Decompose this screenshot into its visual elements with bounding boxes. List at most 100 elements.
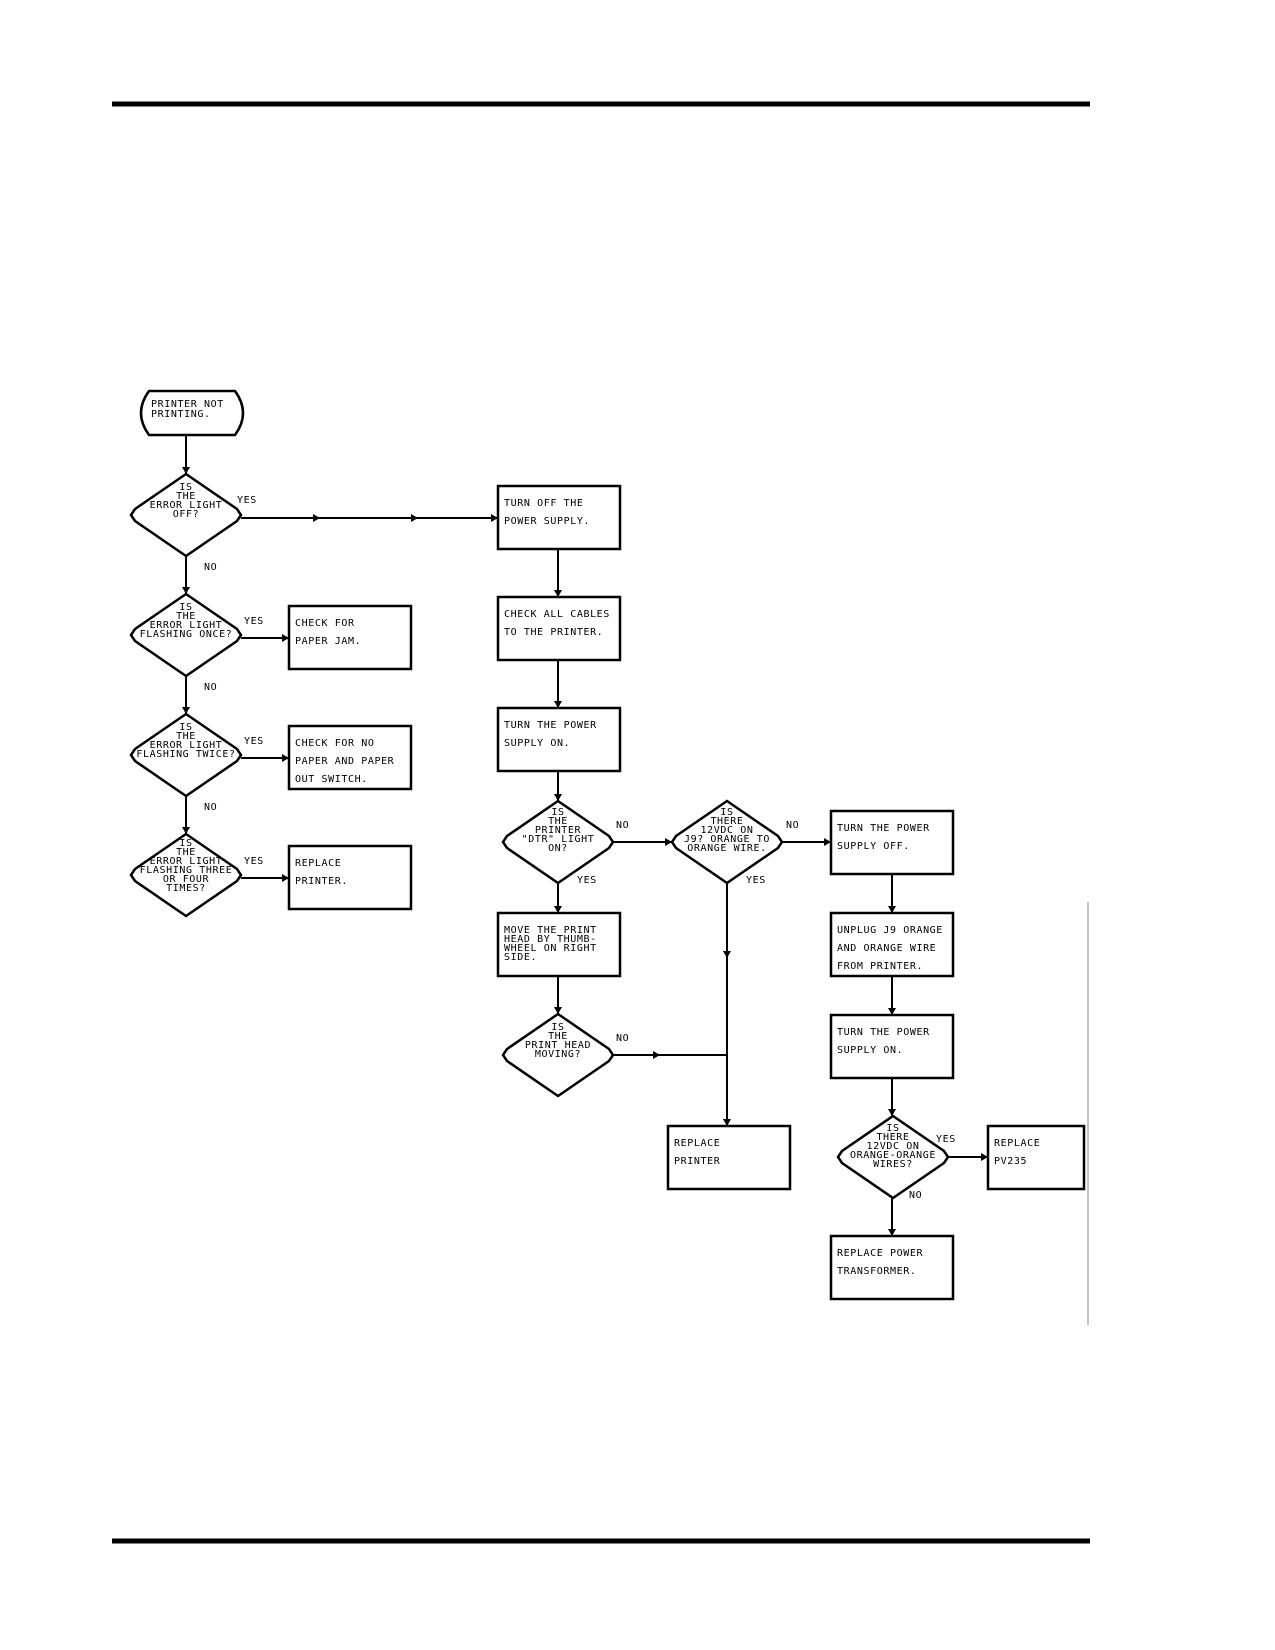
process-box-shape	[287, 844, 413, 911]
decision-diamond-shape	[129, 592, 243, 678]
b-unplug-text-line: UNPLUG J9 ORANGE	[837, 925, 943, 936]
yes-label: YES	[746, 875, 766, 886]
process-box-shape	[287, 724, 413, 791]
b-transformer-text-line: REPLACE POWER	[837, 1248, 923, 1259]
arrow-head	[182, 467, 190, 474]
process-box-shape	[829, 1013, 955, 1080]
process-box-shape	[829, 1234, 955, 1301]
d-12vdc-j9-text-line: IS	[720, 807, 733, 818]
no-label: NO	[909, 1190, 922, 1201]
d-flash-three-text-line: IS	[179, 838, 192, 849]
d-head-moving-text-line: MOVING?	[535, 1049, 581, 1060]
yes-label: YES	[244, 856, 264, 867]
no-label: NO	[616, 1033, 629, 1044]
b-paper-jam-text-line: CHECK FOR	[295, 618, 355, 629]
d-12vdc-j9-text-line: ORANGE WIRE.	[687, 843, 766, 854]
yes-label: YES	[244, 736, 264, 747]
start-text-line: PRINTING.	[151, 409, 211, 420]
b-replace-printer-1-text-line: REPLACE	[295, 858, 341, 869]
d-flash-three-text-line: ERROR LIGHT	[150, 856, 223, 867]
b-replace-printer-2-text-line: PRINTER	[674, 1156, 721, 1167]
decision-diamond-shape	[501, 1012, 615, 1098]
yes-label: YES	[936, 1134, 956, 1145]
b-turn-off-text-line: POWER SUPPLY.	[504, 516, 590, 527]
arrow-head	[888, 1008, 896, 1015]
b-unplug-text-line: AND ORANGE WIRE	[837, 943, 936, 954]
terminator-shape	[139, 389, 245, 437]
start-text-line: PRINTER NOT	[151, 399, 224, 410]
connector-lines	[182, 435, 988, 1236]
arrow-head	[723, 1119, 731, 1126]
d-12vdc-j9-text-line: THERE	[710, 816, 743, 827]
decision-diamond-shape	[129, 472, 243, 558]
b-paper-jam-box: CHECK FOR PAPER JAM.	[287, 604, 413, 671]
b-move-head-text-line: HEAD BY THUMB-	[504, 934, 597, 945]
d-12vdc-j9-text-line: 12VDC ON	[701, 825, 754, 836]
arrow-head	[723, 951, 731, 958]
process-box-shape	[986, 1124, 1086, 1191]
b-check-cables-text-line: CHECK ALL CABLES	[504, 609, 610, 620]
b-replace-printer-1-text-line: PRINTER.	[295, 876, 348, 887]
arrow-head	[554, 1007, 562, 1014]
arrow-head	[554, 701, 562, 708]
b-paper-jam-text-line: PAPER JAM.	[295, 636, 361, 647]
arrow-head	[824, 838, 831, 846]
arrow-head	[554, 794, 562, 801]
d-error-off-text-line: THE	[176, 491, 196, 502]
d-flash-three-text-line: FLASHING THREE	[140, 865, 233, 876]
no-label: NO	[786, 820, 799, 831]
process-box-shape	[829, 809, 955, 876]
process-box-shape	[496, 484, 622, 551]
process-box-shape	[829, 911, 955, 978]
arrow-head	[182, 707, 190, 714]
d-flash-twice-text-line: THE	[176, 731, 196, 742]
yes-label: YES	[237, 495, 257, 506]
d-12vdc-oo-text-line: WIRES?	[873, 1159, 913, 1170]
d-flash-three-text-line: OR FOUR	[163, 874, 210, 885]
arrow-head	[888, 906, 896, 913]
arrow-head	[888, 1229, 896, 1236]
d-error-off-text-line: ERROR LIGHT	[150, 500, 223, 511]
d-dtr-text-line: ON?	[548, 843, 568, 854]
no-label: NO	[204, 682, 217, 693]
arrow-head	[282, 634, 289, 642]
d-12vdc-oo-text-line: THERE	[876, 1132, 909, 1143]
yes-label: YES	[244, 616, 264, 627]
decision-diamond-shape	[129, 832, 243, 918]
b-move-head-text-line: WHEEL ON RIGHT	[504, 943, 597, 954]
d-dtr-text-line: "DTR" LIGHT	[522, 834, 595, 845]
b-replace-pv-text-line: PV235	[994, 1156, 1027, 1167]
d-flash-twice-text-line: IS	[179, 722, 192, 733]
b-transformer-text-line: TRANSFORMER.	[837, 1266, 916, 1277]
b-supply-on-2-text-line: TURN THE POWER	[837, 1027, 930, 1038]
process-box-shape	[496, 911, 622, 978]
d-dtr-text-line: PRINTER	[535, 825, 582, 836]
no-label: NO	[616, 820, 629, 831]
d-flash-once-text-line: FLASHING ONCE?	[140, 629, 233, 640]
decision-diamond-shape	[670, 799, 784, 885]
process-box-shape	[496, 706, 622, 773]
arrow-head	[665, 838, 672, 846]
d-flash-once-text-line: ERROR LIGHT	[150, 620, 223, 631]
d-flash-once-text-line: IS	[179, 602, 192, 613]
arrow-head	[313, 514, 320, 522]
d-error-off-text-line: IS	[179, 482, 192, 493]
b-replace-printer-1-box: REPLACE PRINTER.	[287, 844, 413, 911]
b-transformer-box: REPLACE POWER TRANSFORMER.	[829, 1234, 955, 1301]
arrow-head	[554, 906, 562, 913]
no-label: NO	[204, 562, 217, 573]
d-12vdc-oo-text-line: 12VDC ON	[867, 1141, 920, 1152]
